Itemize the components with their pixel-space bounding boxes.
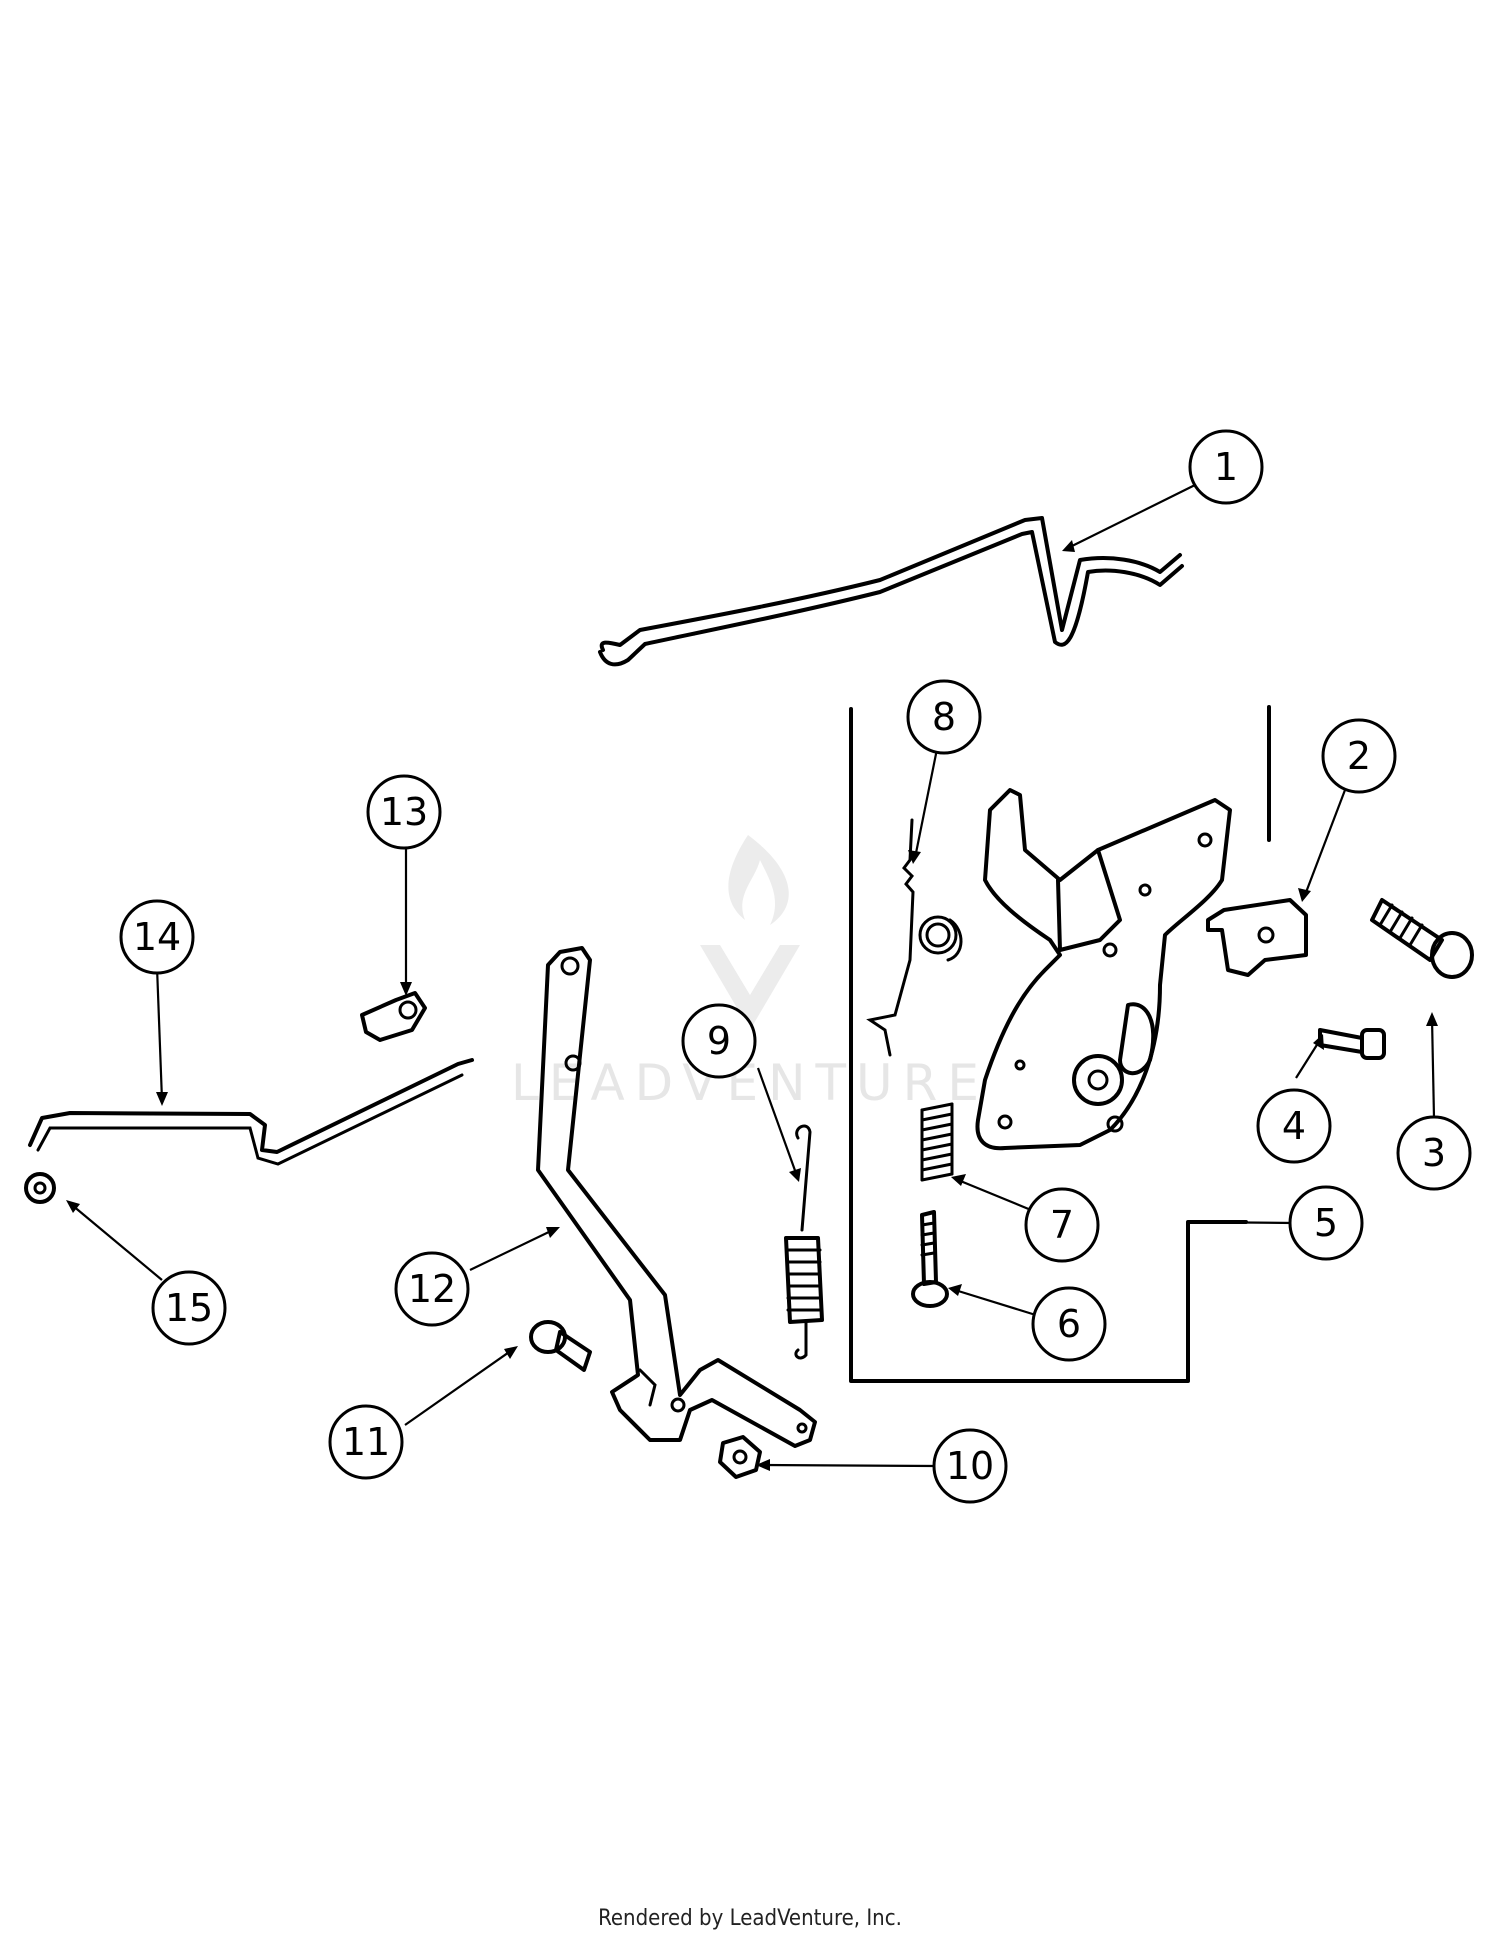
callout-14: 14 (119, 899, 195, 975)
callout-6: 6 (1031, 1286, 1107, 1362)
callout-1: 1 (1188, 429, 1264, 505)
callout-label: 8 (932, 695, 956, 739)
callout-label: 2 (1347, 734, 1371, 778)
ball-joint (529, 1320, 592, 1372)
extension-spring (784, 1124, 824, 1360)
hex-nut (718, 1435, 762, 1479)
torsion-spring (866, 818, 963, 1057)
callout-13: 13 (366, 774, 442, 850)
control-plate (975, 788, 1232, 1151)
callout-label: 15 (165, 1286, 213, 1330)
watermark-text: LEADVENTURE (511, 1054, 989, 1112)
callout-11: 11 (328, 1404, 404, 1480)
watermark: LEADVENTURE (511, 835, 989, 1112)
footer-credit: Rendered by LeadVenture, Inc. (598, 1906, 902, 1931)
callout-9: 9 (681, 1003, 757, 1079)
callout-label: 1 (1214, 445, 1238, 489)
callout-label: 11 (342, 1420, 390, 1464)
callout-7: 7 (1024, 1187, 1100, 1263)
callout-label: 4 (1282, 1104, 1306, 1148)
compression-spring (920, 1102, 954, 1182)
callout-15: 15 (151, 1270, 227, 1346)
callout-12: 12 (394, 1251, 470, 1327)
throttle-rod (598, 516, 1184, 667)
hex-screw (1318, 1028, 1386, 1060)
grommet (24, 1172, 56, 1204)
callout-label: 12 (408, 1267, 456, 1311)
shoulder-bolt (1370, 898, 1474, 979)
callout-2: 2 (1321, 718, 1397, 794)
callout-8: 8 (906, 679, 982, 755)
control-lever (536, 946, 817, 1448)
callout-3: 3 (1396, 1115, 1472, 1191)
callout-label: 5 (1314, 1201, 1338, 1245)
cable-clamp (360, 991, 427, 1042)
callout-10: 10 (932, 1428, 1008, 1504)
callout-label: 10 (946, 1444, 994, 1488)
leader-lines (66, 484, 1438, 1471)
callout-5: 5 (1288, 1185, 1364, 1261)
choke-rod (28, 1058, 474, 1166)
cable-clip (1206, 898, 1308, 977)
callout-label: 3 (1422, 1131, 1446, 1175)
assembly-bracket-outline (849, 705, 1271, 1383)
callout-label: 9 (707, 1019, 731, 1063)
callout-4: 4 (1256, 1088, 1332, 1164)
callout-label: 6 (1057, 1302, 1081, 1346)
bolt (911, 1210, 949, 1308)
callout-label: 7 (1050, 1203, 1074, 1247)
callout-label: 14 (133, 915, 181, 959)
callout-label: 13 (380, 790, 428, 834)
